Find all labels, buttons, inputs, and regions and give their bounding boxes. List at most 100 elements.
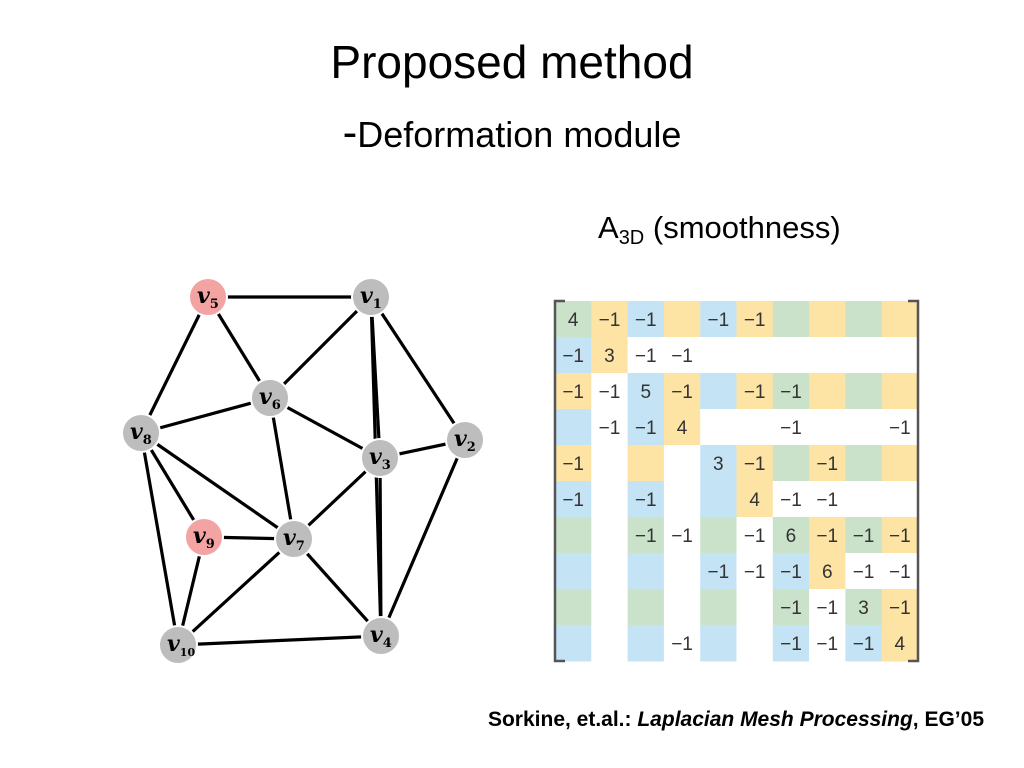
matrix-cell-value: −1: [889, 418, 911, 439]
matrix-cell-value: −1: [635, 346, 657, 367]
matrix-cell-value: −1: [562, 346, 584, 367]
graph-edge-6-7: [268, 396, 296, 541]
matrix-cell-bg: [845, 553, 883, 590]
matrix-cell-bg: [772, 337, 810, 374]
matrix-cell-value: −1: [780, 562, 802, 583]
graph-edge-2-4: [379, 438, 467, 638]
matrix-cell-value: 5: [640, 382, 651, 403]
matrix-cell-bg: [881, 445, 919, 482]
matrix-cell-bg: [663, 625, 701, 662]
matrix-cell-bg: [736, 553, 774, 590]
graph-node-v4: v4: [361, 616, 401, 656]
matrix-cell-bg: [809, 337, 846, 374]
matrix-cell-bg: [809, 445, 846, 482]
matrix-cell-bg: [772, 409, 810, 446]
matrix-cell-bg: [591, 445, 629, 482]
matrix-cell-bg: [555, 553, 592, 590]
graph-node-v6: v6: [250, 378, 290, 418]
matrix-cell-value: 6: [786, 526, 797, 547]
matrix-cell-bg: [663, 589, 701, 626]
matrix-cell-bg: [700, 337, 737, 374]
matrix-cell-value: −1: [780, 418, 802, 439]
graph-edge-1-6: [268, 295, 373, 400]
matrix-cell-value: −1: [816, 526, 838, 547]
matrix-cell-bg: [700, 409, 737, 446]
matrix-cell-bg: [555, 301, 592, 338]
matrix-brackets: [553, 299, 920, 663]
matrix-cell-bg: [627, 553, 665, 590]
matrix-cell-bg: [555, 481, 592, 518]
matrix-cell-bg: [809, 301, 846, 338]
matrix-cell-bg: [809, 589, 846, 626]
matrix-cell-value: 4: [895, 634, 906, 655]
matrix-cell-value: −1: [780, 634, 802, 655]
matrix-cell-bg: [627, 409, 665, 446]
graph-node-circle: [250, 378, 290, 418]
matrix-cell-value: −1: [635, 490, 657, 511]
matrix-cell-value: −1: [635, 418, 657, 439]
graph-node-circle: [121, 413, 161, 453]
matrix-cell-value: 4: [568, 310, 579, 331]
matrix-cell-bg: [881, 517, 919, 554]
matrix-cell-value: −1: [816, 634, 838, 655]
matrix-cell-bg: [700, 373, 737, 410]
matrix-cell-bg: [663, 373, 701, 410]
matrix-cell-bg: [555, 517, 592, 554]
matrix-cell-value: −1: [853, 526, 875, 547]
matrix-cell-value: −1: [599, 382, 621, 403]
matrix-cell-bg: [627, 337, 665, 374]
graph-edge-10-4: [176, 634, 383, 647]
matrix-cell-bg: [736, 301, 774, 338]
matrix-cell-value: −1: [889, 526, 911, 547]
matrix-cell-bg: [809, 373, 846, 410]
graph-node-v5: v5: [188, 277, 228, 317]
matrix-cell-value: −1: [671, 634, 693, 655]
graph-node-v3: v3: [360, 438, 400, 478]
graph-edge-7-10: [176, 537, 296, 647]
matrix-cell-bg: [700, 445, 737, 482]
graph-edge-7-4: [292, 537, 383, 638]
matrix-cell-value: −1: [635, 310, 657, 331]
matrix-cell-value: −1: [744, 310, 766, 331]
matrix-cell-value: −1: [562, 490, 584, 511]
matrix-cell-bg: [627, 589, 665, 626]
matrix-cell-bg: [881, 625, 919, 662]
matrix-cell-bg: [845, 625, 883, 662]
matrix-cell-bg: [809, 553, 846, 590]
matrix-background: [555, 301, 919, 662]
matrix-cell-bg: [663, 517, 701, 554]
matrix-cell-value: −1: [599, 418, 621, 439]
matrix-right-bracket: [908, 299, 920, 663]
matrix-cell-bg: [591, 553, 629, 590]
matrix-cell-bg: [663, 445, 701, 482]
matrix-cell-bg: [736, 517, 774, 554]
matrix-cell-value: −1: [853, 562, 875, 583]
matrix-cell-bg: [845, 517, 883, 554]
graph-edge-8-10: [139, 431, 180, 647]
matrix-cell-bg: [663, 409, 701, 446]
matrix-cell-value: −1: [744, 526, 766, 547]
matrix-cell-bg: [772, 301, 810, 338]
matrix-cell-bg: [845, 301, 883, 338]
citation-authors: Sorkine, et.al.:: [487, 708, 638, 731]
matrix-cell-bg: [845, 409, 883, 446]
matrix-cell-bg: [627, 373, 665, 410]
graph-node-circle: [274, 519, 314, 559]
matrix-label-main: A: [598, 210, 619, 245]
citation: Sorkine, et.al.: Laplacian Mesh Processi…: [488, 708, 984, 732]
matrix-cell-bg: [736, 373, 774, 410]
matrix-cell-value: −1: [671, 526, 693, 547]
matrix-cell-bg: [555, 625, 592, 662]
matrix-cell-value: 3: [713, 454, 724, 475]
citation-title: Laplacian Mesh Processing: [637, 708, 913, 731]
matrix-cell-bg: [845, 445, 883, 482]
graph-edge-6-3: [268, 396, 382, 460]
matrix-cell-bg: [809, 481, 846, 518]
matrix-cell-value: 3: [858, 598, 869, 619]
matrix-cell-value: −1: [562, 454, 584, 475]
matrix-cell-bg: [881, 553, 919, 590]
matrix-cell-value: −1: [853, 634, 875, 655]
graph-node-v2: v2: [445, 420, 485, 460]
matrix-cell-bg: [700, 481, 737, 518]
matrix-cell-bg: [700, 625, 737, 662]
